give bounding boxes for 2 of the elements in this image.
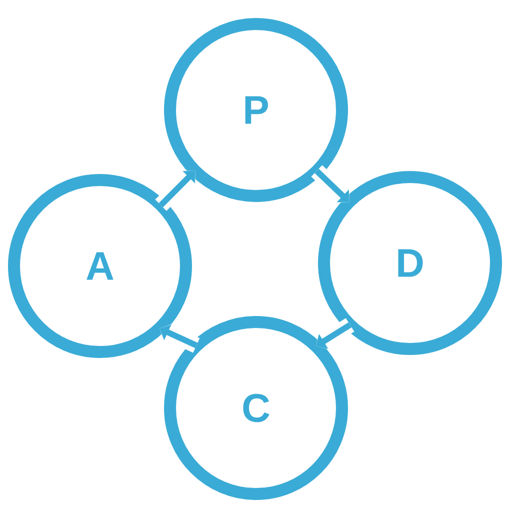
arrow [311, 165, 350, 203]
arrow [155, 170, 196, 211]
